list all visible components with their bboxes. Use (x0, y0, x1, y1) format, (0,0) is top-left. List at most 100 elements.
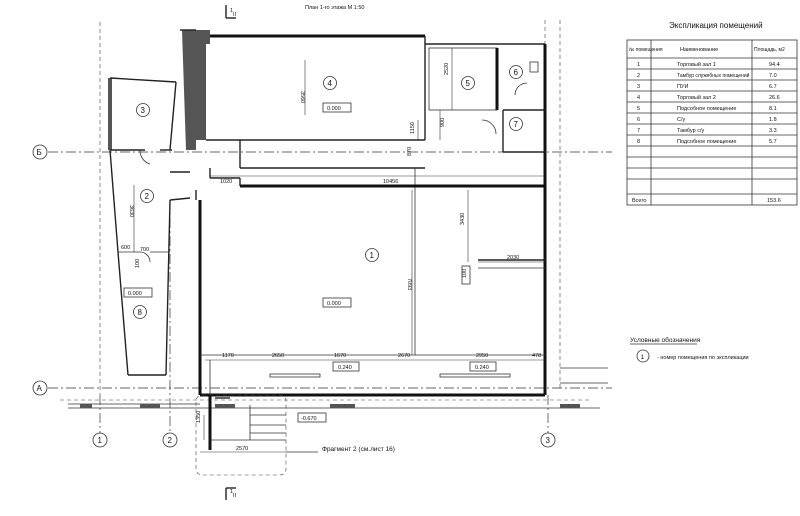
explication-row-2: 2 Тамбур служебных помещений 7.0 (637, 72, 777, 79)
grid-axis-3-label: 3 (546, 436, 551, 445)
row-1-num: 1 (637, 62, 640, 68)
row-2-num: 2 (637, 73, 640, 79)
level-room-4: 0.000 (327, 106, 341, 112)
explication-row-1: 1 Торговый зал 1 94.4 (637, 61, 780, 68)
room-number-2: 2 (145, 192, 150, 201)
grid-axis-a: А (32, 380, 612, 396)
row-3-name: ПУИ (677, 84, 688, 90)
section-mark-bottom-label: 1 (230, 489, 233, 495)
row-7-area: 3.3 (769, 128, 777, 134)
level-window-2: 0.240 (475, 365, 489, 371)
grid-axis-1-label: 1 (98, 436, 103, 445)
dim-2030: 2030 (507, 255, 519, 261)
legend: Условные обозначения 1 - номер помещения… (630, 336, 749, 363)
dim-1670: 1670 (334, 353, 346, 359)
dim-7093: 7093 (406, 278, 412, 290)
dim-2520: 2520 (444, 63, 450, 75)
explication-row-3: 3 ПУИ 6.7 (637, 84, 777, 90)
row-4-num: 4 (637, 95, 640, 101)
section-mark-top: 1 II (225, 5, 237, 19)
dim-1150: 1150 (410, 122, 416, 134)
level-room-8: 0.000 (128, 291, 142, 297)
room-number-1: 1 (370, 251, 375, 260)
level-room-1: 0.000 (327, 301, 341, 307)
explication-row-5: 5 Подсобное помещение 8.1 (637, 106, 777, 112)
row-7-name: Тамбур с/у (677, 128, 704, 134)
dim-478: 478 (532, 353, 541, 359)
dim-3560: 3560 (299, 91, 305, 103)
row-6-area: 1.8 (769, 117, 777, 123)
explication-title: Экспликация помещений (669, 21, 763, 30)
row-2-name: Тамбур служебных помещений (677, 72, 750, 79)
row-8-area: 5.7 (769, 139, 777, 145)
room-number-7: 7 (514, 120, 519, 129)
row-4-name: Торговый зал 2 (677, 94, 716, 101)
explication-table: № помещения Наименование Площадь, м2 1 Т… (626, 39, 798, 206)
grid-axis-2: 2 (162, 200, 178, 448)
explication-row-6: 6 С/у 1.8 (637, 117, 777, 123)
grid-axis-2-label: 2 (168, 436, 173, 445)
building-walls (68, 29, 608, 476)
row-5-area: 8.1 (769, 106, 777, 112)
explication-total-row: Всего 153.6 (632, 198, 781, 204)
row-6-num: 6 (637, 117, 640, 123)
dim-2650: 2650 (272, 353, 284, 359)
dim-2950: 2950 (476, 353, 488, 359)
row-7-num: 7 (637, 128, 640, 134)
row-3-num: 3 (637, 84, 640, 90)
section-mark-bottom-sub: II (233, 493, 237, 499)
row-5-name: Подсобное помещение (677, 106, 736, 112)
dim-1170: 1170 (222, 353, 234, 359)
dimension-lines (133, 48, 545, 453)
row-1-area: 94.4 (769, 62, 780, 68)
row-6-name: С/у (677, 117, 686, 123)
room-number-5: 5 (466, 79, 471, 88)
dim-3430: 3430 (460, 213, 466, 225)
dim-100-left: 100 (135, 259, 141, 268)
section-mark-top-sub: II (233, 12, 237, 18)
total-label: Всего (632, 198, 646, 204)
row-8-num: 8 (637, 139, 640, 145)
room-number-4: 4 (328, 79, 333, 88)
level-marks: 0.000 0.000 0.000 0.240 0.240 -0.670 (123, 102, 497, 423)
dim-1020: 1020 (220, 179, 232, 185)
room-number-8: 8 (138, 308, 143, 317)
grid-axis-a-label: А (37, 384, 43, 393)
section-mark-bottom: 1 II (225, 487, 237, 500)
dim-2570: 2570 (236, 446, 248, 452)
fragment-label: Фрагмент 2 (см.лист 16) (322, 446, 395, 453)
section-mark-top-label: 1 (230, 8, 233, 14)
legend-symbol: 1 (641, 354, 645, 361)
dim-1350: 1350 (196, 411, 202, 423)
row-8-name: Подсобное помещение (677, 139, 736, 145)
room-number-3: 3 (141, 106, 146, 115)
dim-2670: 2670 (398, 353, 410, 359)
explication-header-num: № помещения (629, 47, 663, 53)
legend-text: - номер помещения по экспликации (657, 355, 749, 361)
dim-600: 600 (121, 245, 130, 251)
grid-axis-3: 3 (540, 395, 556, 448)
explication-header-name: Наименование (680, 47, 718, 53)
row-4-area: 26.6 (769, 95, 780, 101)
dim-10456: 10456 (383, 179, 398, 185)
room-number-6: 6 (514, 68, 519, 77)
total-area: 153.6 (767, 198, 781, 204)
room-markers: 1 2 3 4 5 6 7 8 (133, 65, 523, 319)
legend-title: Условные обозначения (630, 336, 701, 344)
dim-870: 870 (407, 147, 413, 156)
plan-title: План 1-го этажа М 1:50 (305, 5, 364, 11)
dim-700: 700 (140, 247, 149, 253)
explication-row-4: 4 Торговый зал 2 26.6 (637, 94, 780, 101)
level-stair: -0.670 (301, 416, 317, 422)
dim-900: 900 (440, 118, 446, 127)
row-3-area: 6.7 (769, 84, 777, 90)
grid-axis-b-label: Б (37, 148, 42, 157)
row-2-area: 7.0 (769, 73, 777, 79)
row-1-name: Торговый зал 1 (677, 61, 716, 68)
dim-3630: 3630 (128, 205, 134, 217)
dimension-texts: 1020 10456 3560 2520 900 1150 870 3430 2… (121, 63, 541, 452)
row-5-num: 5 (637, 106, 640, 112)
explication-header-area: Площадь, м2 (754, 47, 785, 53)
